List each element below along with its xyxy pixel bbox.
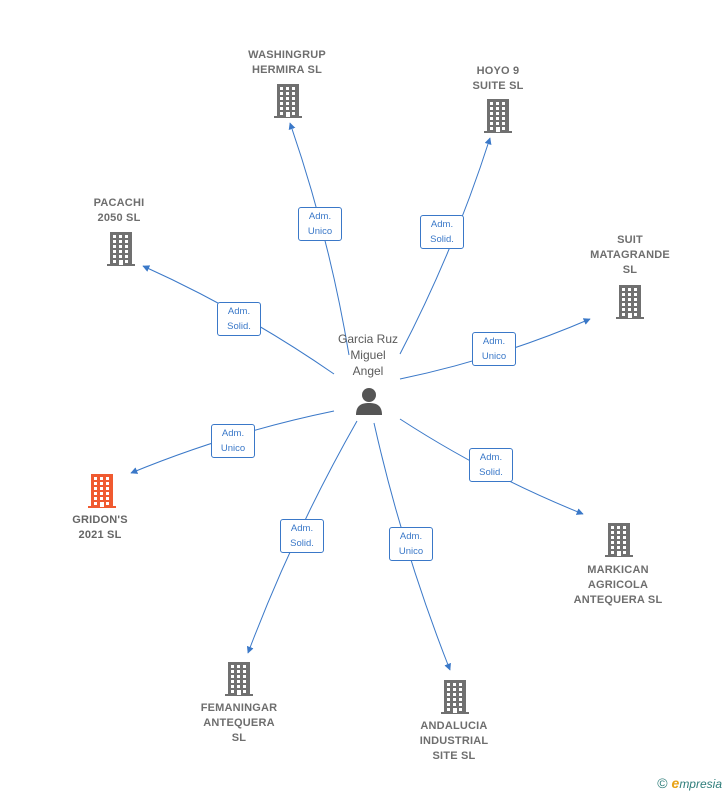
company-name-hoyo9[interactable]: HOYO 9 SUITE SL	[472, 65, 524, 92]
relation-badge-femaningar: Adm. Solid.	[280, 519, 324, 553]
company-name-pacachi[interactable]: PACACHI 2050 SL	[93, 197, 145, 224]
company-name-andalucia[interactable]: ANDALUCIA INDUSTRIAL SITE SL	[419, 720, 489, 762]
company-name-gridons[interactable]: GRIDON'S 2021 SL	[72, 514, 128, 541]
relation-badge-markican: Adm. Solid.	[469, 448, 513, 482]
building-icon[interactable]	[272, 83, 304, 124]
building-icon[interactable]	[439, 679, 471, 720]
company-name-femaningar[interactable]: FEMANINGAR ANTEQUERA SL	[200, 702, 278, 744]
relation-badge-pacachi: Adm. Solid.	[217, 302, 261, 336]
relation-badge-gridons: Adm. Unico	[211, 424, 255, 458]
building-icon[interactable]	[614, 284, 646, 325]
building-icon[interactable]	[482, 98, 514, 139]
building-icon[interactable]	[223, 661, 255, 702]
relation-badge-washingrup: Adm. Unico	[298, 207, 342, 241]
relation-badge-suit: Adm. Unico	[472, 332, 516, 366]
relation-badge-andalucia: Adm. Unico	[389, 527, 433, 561]
building-icon[interactable]	[603, 522, 635, 563]
center-person-name: Garcia Ruz Miguel Angel	[337, 332, 399, 378]
company-name-washingrup[interactable]: WASHINGRUP HERMIRA SL	[248, 49, 326, 76]
brand-footer: © empresia	[657, 775, 722, 791]
company-name-suit[interactable]: SUIT MATAGRANDE SL	[590, 234, 670, 276]
copyright-icon: ©	[657, 775, 668, 791]
relation-badge-hoyo9: Adm. Solid.	[420, 215, 464, 249]
building-icon[interactable]	[86, 473, 118, 514]
company-name-markican[interactable]: MARKICAN AGRICOLA ANTEQUERA SL	[573, 564, 663, 606]
person-icon[interactable]	[354, 386, 384, 416]
empresia-logo[interactable]: empresia	[671, 775, 722, 791]
building-icon[interactable]	[105, 231, 137, 272]
